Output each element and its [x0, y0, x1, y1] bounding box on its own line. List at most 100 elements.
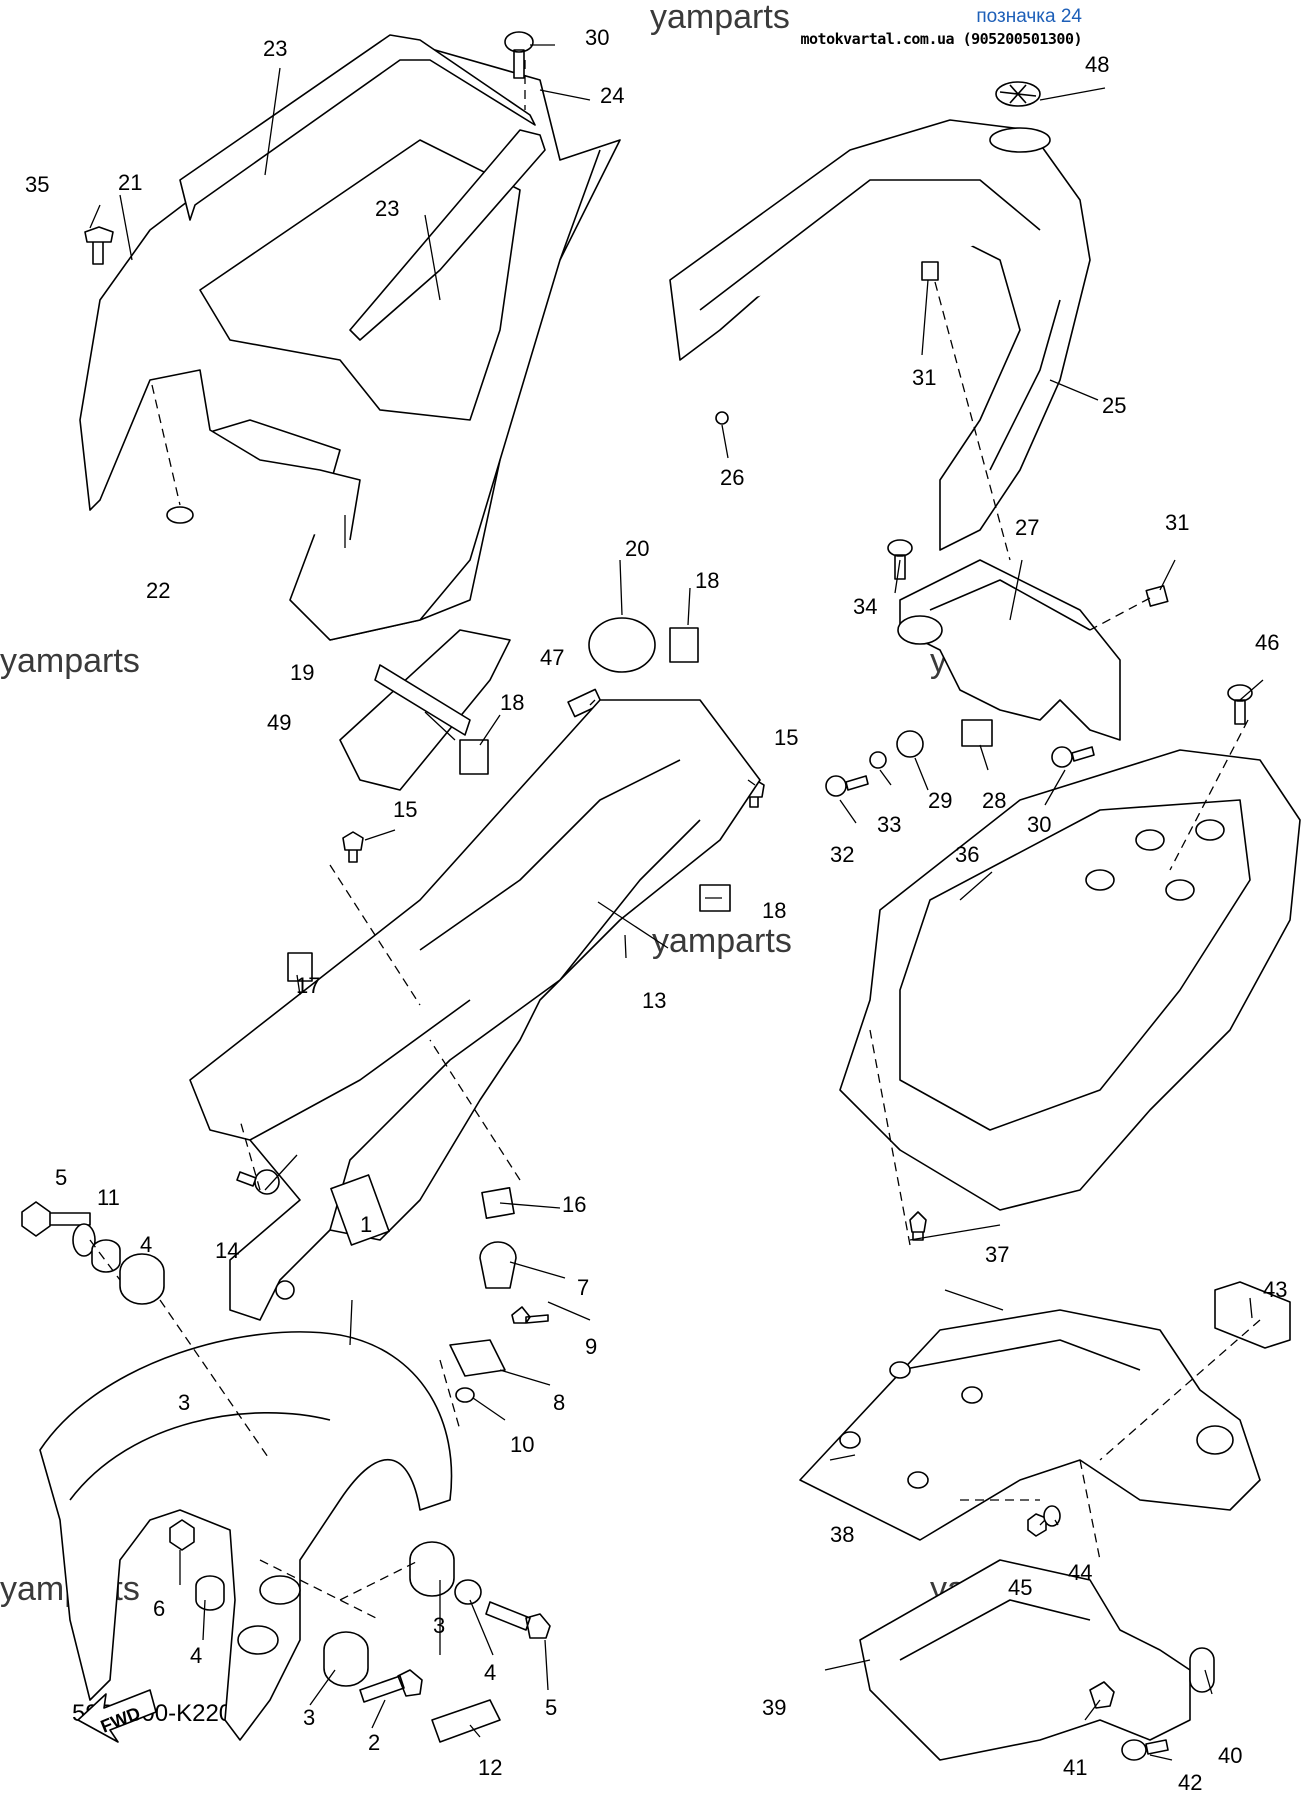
- nut-41: [1089, 1681, 1115, 1709]
- callout-label: 25: [1102, 393, 1126, 418]
- callout-label: 15: [774, 725, 798, 750]
- watermark: yamparts: [0, 642, 140, 680]
- callout-label: 27: [1015, 515, 1039, 540]
- emblem-12: [431, 1699, 501, 1743]
- callout-label: 7: [577, 1275, 589, 1300]
- callout-label: 34: [853, 594, 877, 619]
- callout-label: 44: [1068, 1560, 1092, 1585]
- callout-label: 40: [1218, 1743, 1242, 1768]
- site-label: motokvartal.com.ua (905200501300): [800, 30, 1082, 48]
- callout-label: 48: [1085, 52, 1109, 77]
- callout-label: 18: [500, 690, 524, 715]
- screw-42: [1121, 1739, 1169, 1761]
- bolt-2: [359, 1669, 423, 1703]
- callout-label: 42: [1178, 1770, 1202, 1795]
- callout-label: 30: [1027, 812, 1051, 837]
- washer-22: [166, 506, 194, 524]
- rivet-37: [909, 1211, 927, 1241]
- screw-30: [1051, 746, 1095, 768]
- callout-label: 24: [600, 83, 624, 108]
- callout-label: 8: [553, 1390, 565, 1415]
- callout-label: 21: [118, 170, 142, 195]
- bolt-6: [169, 1519, 195, 1551]
- screw-15b: [342, 831, 364, 863]
- damper-3-mid: [409, 1541, 455, 1597]
- screw-32: [825, 775, 869, 797]
- lower-bracket-39: [859, 1559, 1191, 1761]
- collar-4-left: [91, 1239, 121, 1273]
- callout-label: 3: [303, 1705, 315, 1730]
- collar-4-right: [454, 1579, 482, 1605]
- callout-label: 11: [97, 1185, 120, 1210]
- callout-label: 1: [360, 1212, 372, 1237]
- washer-44: [1043, 1505, 1061, 1527]
- callout-label: 35: [25, 172, 49, 197]
- clip-8: [449, 1339, 506, 1377]
- fwd-arrow-icon: FWD: [77, 1689, 157, 1743]
- callout-label: 31: [912, 365, 936, 390]
- grommet-20: [588, 617, 656, 673]
- nut-45: [1027, 1513, 1047, 1537]
- bolt-5-left: [21, 1201, 91, 1237]
- callout-label: 16: [562, 1192, 586, 1217]
- clip-17: [287, 952, 313, 982]
- connector-28: [961, 719, 993, 747]
- callout-label: 41: [1063, 1755, 1087, 1780]
- emblem-48: [995, 81, 1041, 107]
- callout-label: 19: [290, 660, 314, 685]
- callout-label: 10: [510, 1432, 534, 1457]
- watermark: yamparts: [652, 922, 792, 960]
- clamp-7: [479, 1241, 517, 1289]
- callout-label: 13: [642, 988, 666, 1013]
- callout-label: 17: [296, 973, 320, 998]
- callout-label: 46: [1255, 630, 1279, 655]
- clip-18a: [669, 627, 699, 663]
- washer-11: [72, 1223, 96, 1257]
- screw-30-top: [504, 31, 534, 79]
- callout-label: 49: [267, 710, 291, 735]
- callout-label: 12: [478, 1755, 502, 1780]
- callout-label: 18: [695, 568, 719, 593]
- callout-label: 45: [1008, 1575, 1032, 1600]
- band-19: [374, 664, 471, 736]
- clip-18b: [459, 739, 489, 775]
- reflector-43: [1214, 1281, 1291, 1349]
- callout-label: 32: [830, 842, 854, 867]
- washer-33: [869, 751, 887, 769]
- callout-label: 3: [178, 1390, 190, 1415]
- callout-label: 38: [830, 1522, 854, 1547]
- bolt-46: [1227, 684, 1253, 725]
- collar-29: [896, 730, 924, 758]
- leader-lines: [89, 44, 1264, 1761]
- trim-strip-23a: [179, 34, 536, 221]
- callout-label: 14: [215, 1238, 239, 1263]
- trim-strip-23b: [349, 129, 546, 341]
- callout-label: 9: [585, 1334, 597, 1359]
- callout-label: 22: [146, 578, 170, 603]
- damper-3-left: [119, 1253, 165, 1305]
- grommet-40: [1189, 1647, 1215, 1693]
- callout-label: 47: [540, 645, 564, 670]
- callout-label: 3: [433, 1613, 445, 1638]
- callout-label: 28: [982, 788, 1006, 813]
- washer-26: [715, 411, 729, 425]
- callout-label: 29: [928, 788, 952, 813]
- damper-3-low: [323, 1631, 369, 1687]
- rivet-9: [511, 1306, 549, 1324]
- collar-4-lower: [195, 1575, 225, 1611]
- callout-label: 5: [55, 1165, 67, 1190]
- callout-label: 23: [263, 36, 287, 61]
- part-16: [481, 1186, 515, 1220]
- callout-label: 20: [625, 536, 649, 561]
- callout-label: 15: [393, 797, 417, 822]
- callout-label: 23: [375, 196, 399, 221]
- callout-label: 31: [1165, 510, 1189, 535]
- callout-label: 30: [585, 25, 609, 50]
- callout-label: 2: [368, 1730, 380, 1755]
- bracket-27: [897, 559, 1121, 741]
- callout-label: 33: [877, 812, 901, 837]
- callout-label: 39: [762, 1695, 786, 1720]
- callout-label: 5: [545, 1695, 557, 1720]
- callout-label: 36: [955, 842, 979, 867]
